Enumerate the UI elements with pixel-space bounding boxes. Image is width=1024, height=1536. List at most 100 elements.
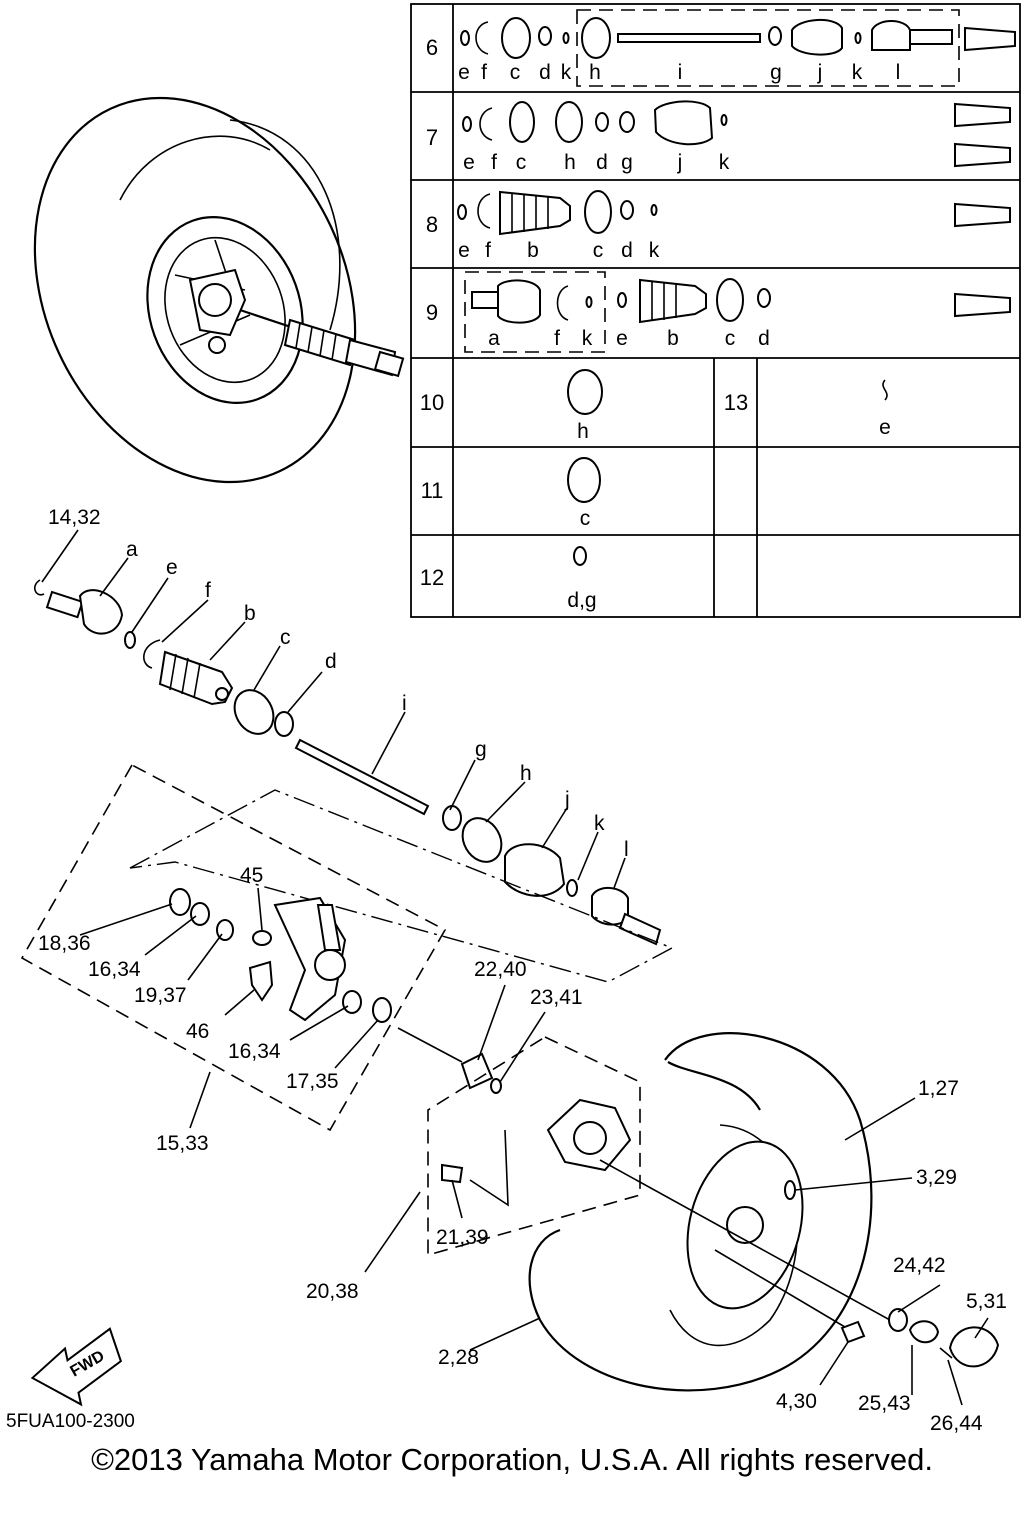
kit-row-9-parts	[464, 271, 1011, 353]
callout-f: f	[205, 579, 211, 602]
callout-labels: 14,32 a e f b c d i g h j k l 45 18,36 1…	[38, 506, 1007, 1435]
callout-14-32: 14,32	[48, 506, 101, 529]
kit-8-label-k: k	[649, 239, 660, 262]
callout-45: 45	[240, 864, 263, 887]
kit-8-label-f: f	[485, 239, 491, 262]
kit-row-12-number: 12	[420, 565, 444, 590]
collar-part	[460, 1052, 494, 1090]
callout-k: k	[594, 812, 605, 835]
callout-17-35: 17,35	[286, 1070, 339, 1093]
o-ring-part	[490, 1078, 502, 1094]
callout-e: e	[166, 556, 178, 579]
kit-row-11-clamp	[567, 457, 601, 503]
kit-6-label-g: g	[770, 61, 782, 84]
exploded-drive-shaft	[33, 579, 662, 946]
callout-46: 46	[186, 1020, 209, 1043]
callout-18-36: 18,36	[38, 932, 91, 955]
kit-9-label-b: b	[667, 327, 679, 350]
kit-8-label-d: d	[621, 239, 633, 262]
kit-row-7-parts	[462, 100, 1011, 168]
kit-6-label-k2: k	[852, 61, 863, 84]
kit-table: 6 7 8 9 10 11 12 13	[410, 3, 1021, 618]
callout-16-34-b: 16,34	[228, 1040, 281, 1063]
wheel-tire-assembly	[528, 1032, 1000, 1392]
kit-12-label-dg: d,g	[567, 589, 596, 612]
callout-26-44: 26,44	[930, 1412, 983, 1435]
callout-22-40: 22,40	[474, 958, 527, 981]
kit-9-label-a: a	[488, 327, 500, 350]
kit-6-label-c: c	[510, 61, 521, 84]
kit-row-9-number: 9	[426, 300, 438, 325]
kit-7-label-f: f	[491, 151, 497, 174]
kit-9-label-f: f	[554, 327, 560, 350]
kit-7-label-h: h	[564, 151, 576, 174]
callout-c: c	[280, 626, 291, 649]
kit-7-label-d: d	[596, 151, 608, 174]
callout-g: g	[475, 738, 487, 761]
kit-row-8-number: 8	[426, 212, 438, 237]
callout-d: d	[325, 650, 337, 673]
callout-25-43: 25,43	[858, 1392, 911, 1415]
callout-j: j	[564, 788, 570, 811]
kit-row-13-number: 13	[724, 390, 748, 415]
hub-assembly-group	[427, 1036, 641, 1257]
callout-3-29: 3,29	[916, 1166, 957, 1189]
overview-wheel-assembly	[33, 96, 405, 484]
kit-row-12-clamp	[573, 546, 587, 566]
kit-8-label-e: e	[458, 239, 470, 262]
kit-6-label-j: j	[817, 61, 823, 84]
kit-row-labels: e f c d k h i g j k l e f c h d g j k e …	[458, 61, 900, 612]
kit-8-label-c: c	[593, 239, 604, 262]
callout-23-41: 23,41	[530, 986, 583, 1009]
kit-6-label-h: h	[589, 61, 601, 84]
kit-row-7-number: 7	[426, 125, 438, 150]
kit-6-label-d: d	[539, 61, 551, 84]
knuckle-assembly-group	[20, 763, 463, 1132]
callout-b: b	[244, 602, 256, 625]
kit-7-label-g: g	[621, 151, 633, 174]
kit-6-label-l: l	[896, 61, 901, 84]
kit-9-label-e: e	[616, 327, 628, 350]
diagram-code: 5FUA100-2300	[6, 1411, 135, 1432]
kit-8-label-b: b	[527, 239, 539, 262]
kit-10-label-h: h	[577, 420, 589, 443]
callout-i: i	[402, 692, 407, 715]
kit-row-8-parts	[457, 190, 1011, 236]
fwd-arrow-icon: FWD	[30, 1327, 123, 1407]
callout-5-31: 5,31	[966, 1290, 1007, 1313]
kit-row-10-clamp	[567, 369, 603, 415]
kit-11-label-c: c	[580, 507, 591, 530]
kit-7-label-k: k	[719, 151, 730, 174]
leader-lines	[41, 529, 989, 1406]
kit-row-6-parts	[460, 9, 1016, 87]
kit-9-label-k: k	[582, 327, 593, 350]
callout-15-33: 15,33	[156, 1132, 209, 1155]
kit-row-11-number: 11	[421, 478, 444, 503]
kit-row-6-number: 6	[426, 35, 438, 60]
kit-7-label-j: j	[677, 151, 683, 174]
kit-13-label-e: e	[879, 416, 891, 439]
callout-21-39: 21,39	[436, 1226, 489, 1249]
callout-24-42: 24,42	[893, 1254, 946, 1277]
kit-6-label-e: e	[458, 61, 470, 84]
callout-20-38: 20,38	[306, 1280, 359, 1303]
kit-9-label-d: d	[758, 327, 770, 350]
callout-4-30: 4,30	[776, 1390, 817, 1413]
kit-9-label-c: c	[725, 327, 736, 350]
callout-1-27: 1,27	[918, 1077, 959, 1100]
callout-h: h	[520, 762, 532, 785]
kit-row-13-circlip	[882, 379, 888, 401]
drive-axis-outline	[129, 789, 674, 983]
kit-6-label-f: f	[481, 61, 487, 84]
callout-l: l	[624, 838, 629, 861]
callout-a: a	[126, 538, 138, 561]
copyright-notice: ©2013 Yamaha Motor Corporation, U.S.A. A…	[91, 1442, 933, 1477]
kit-7-label-c: c	[516, 151, 527, 174]
kit-6-label-i: i	[678, 61, 683, 84]
kit-6-label-k: k	[561, 61, 572, 84]
callout-16-34-a: 16,34	[88, 958, 141, 981]
kit-7-label-e: e	[463, 151, 475, 174]
kit-row-10-number: 10	[420, 390, 444, 415]
callout-19-37: 19,37	[134, 984, 187, 1007]
